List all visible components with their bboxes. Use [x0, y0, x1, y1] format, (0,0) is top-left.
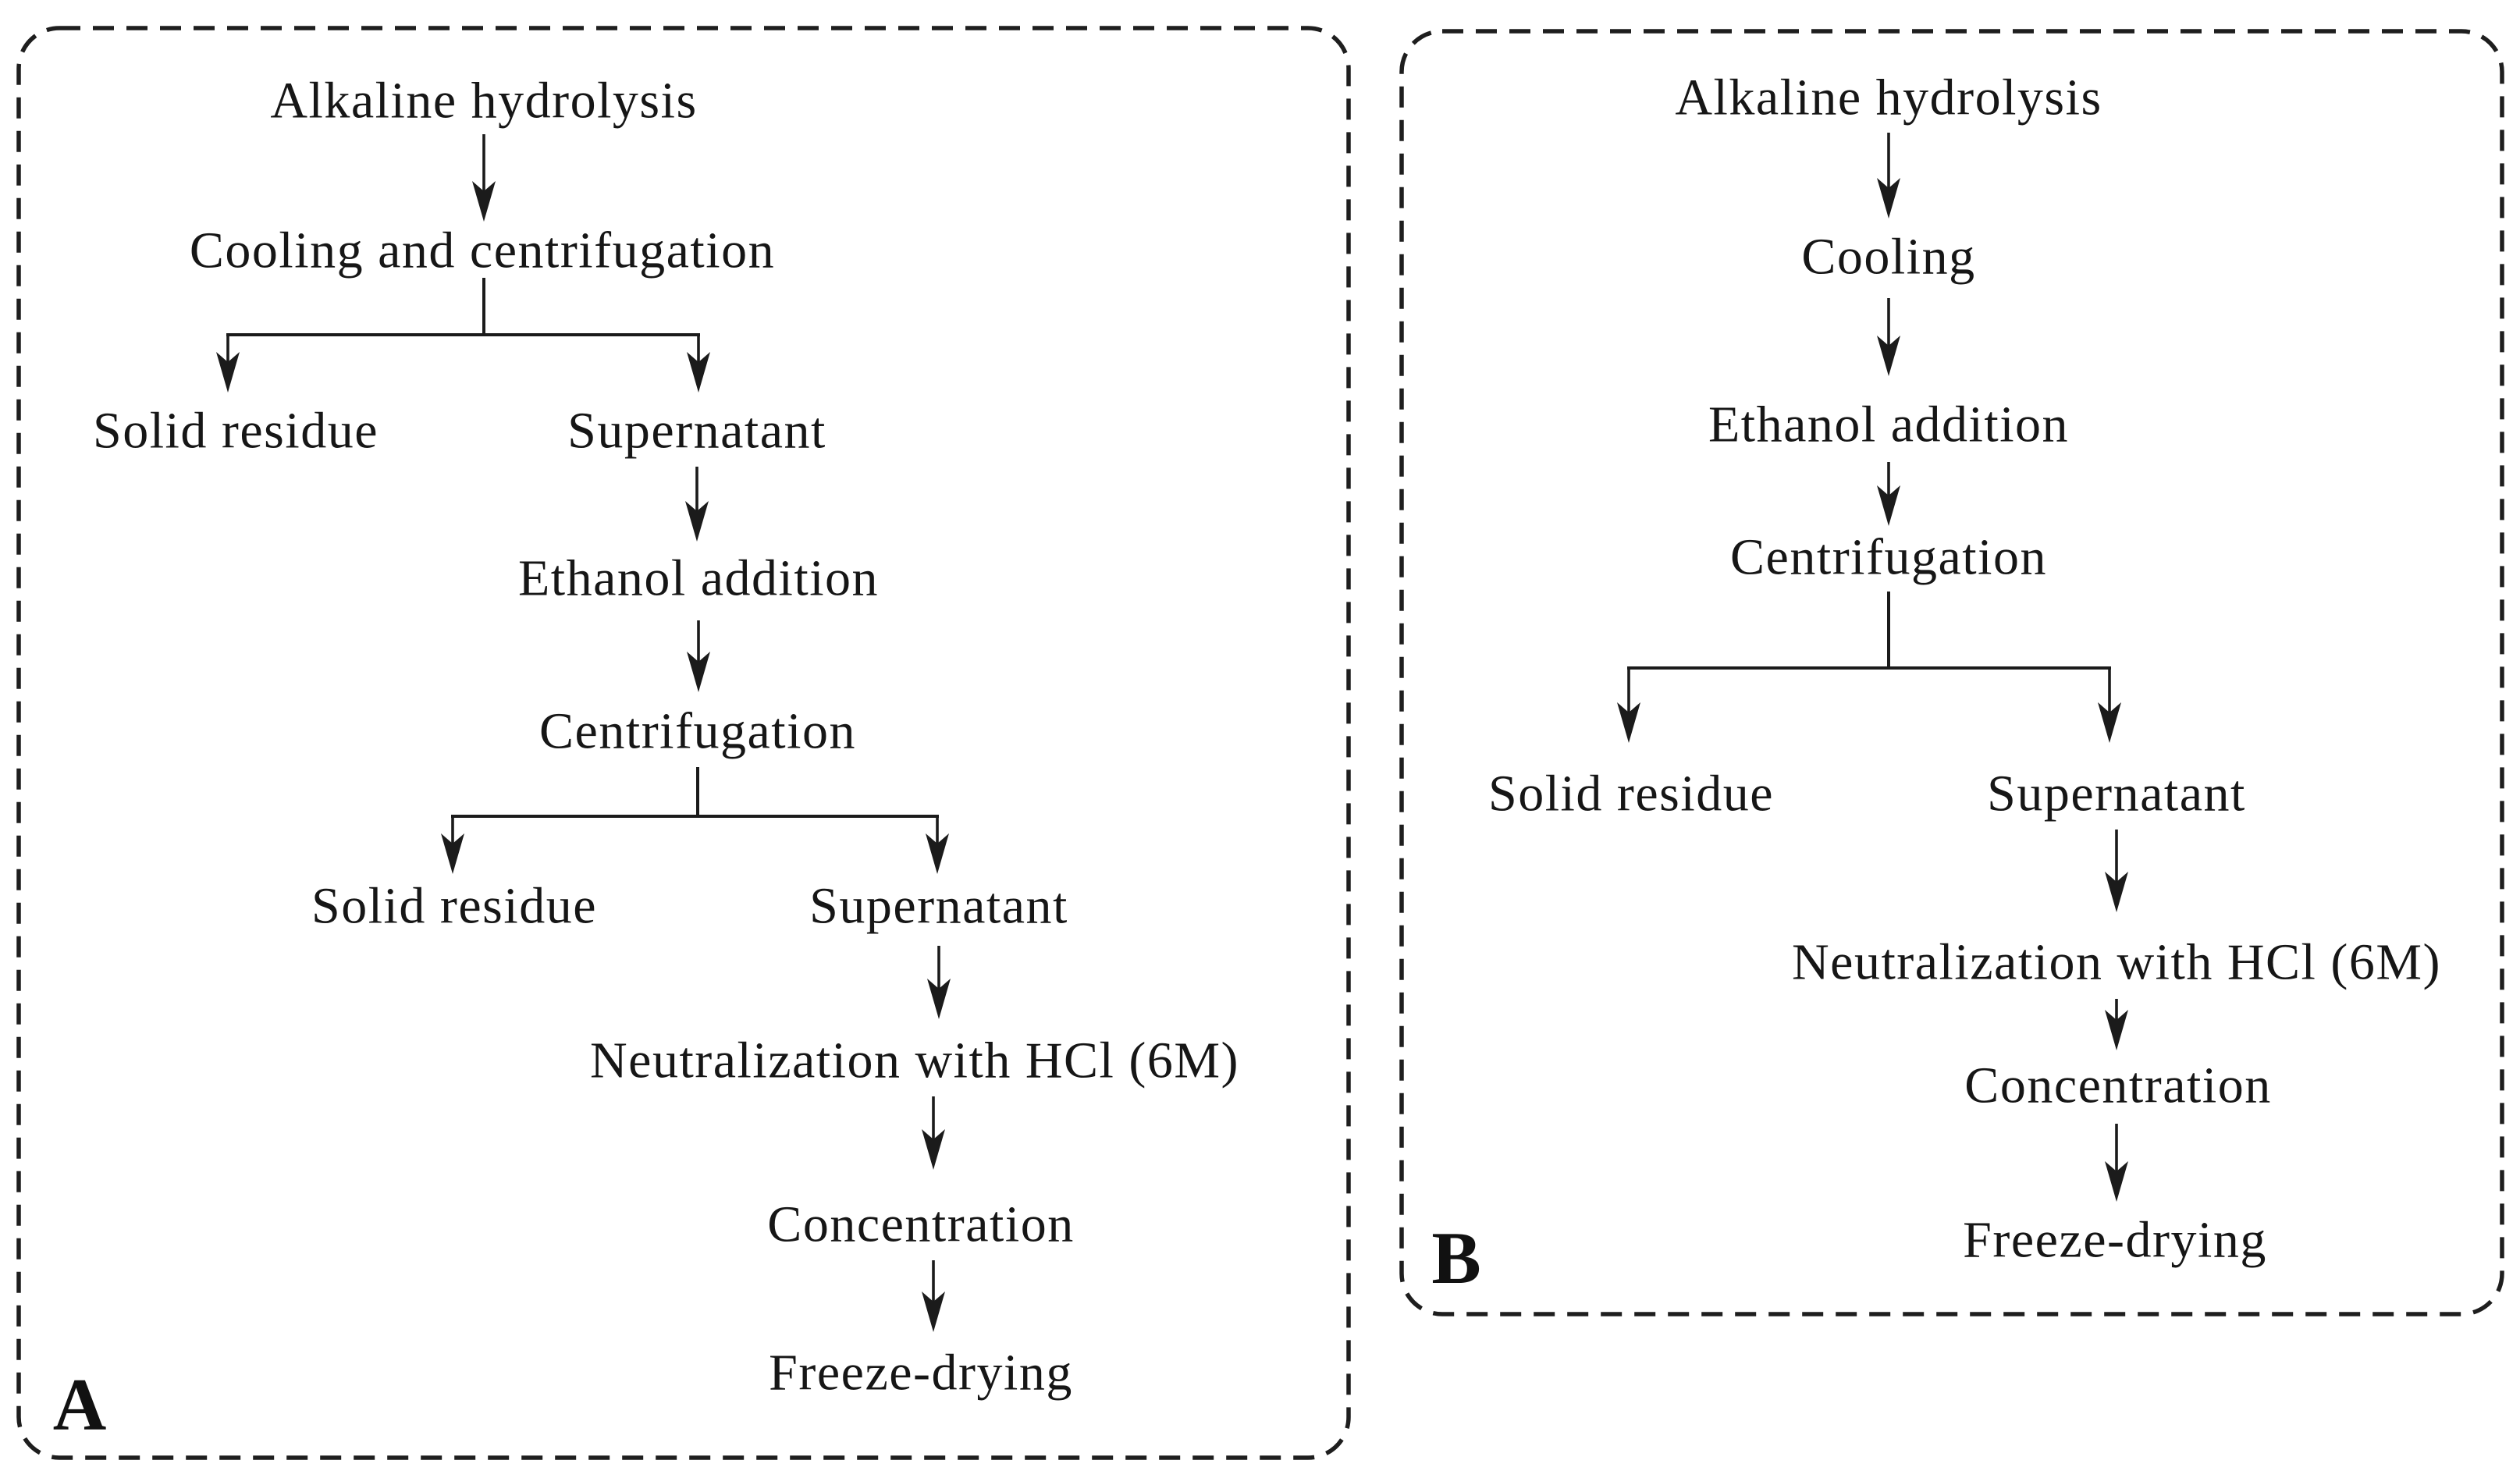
arrow-down-icon — [2092, 668, 2127, 743]
arrow-down-icon — [922, 946, 956, 1019]
arrow-down-icon — [1871, 298, 1906, 376]
branch-stem-line — [696, 767, 699, 818]
arrow-down-icon — [916, 1260, 951, 1332]
arrow-down-icon — [681, 335, 716, 393]
branch-connector-line — [1627, 666, 2111, 670]
panel-b-label: B — [1431, 1217, 1481, 1299]
node-b-supernatant: Supernatant — [1987, 765, 2246, 822]
arrow-down-icon — [1871, 462, 1906, 526]
panel-a-label: A — [52, 1363, 107, 1446]
arrow-down-icon — [2099, 830, 2134, 912]
node-a-centrifugation: Centrifugation — [539, 702, 856, 760]
arrow-down-icon — [2099, 1124, 2134, 1202]
node-a-ethanol-addition: Ethanol addition — [517, 549, 880, 607]
arrow-down-icon — [681, 620, 716, 692]
arrow-down-icon — [680, 467, 714, 542]
node-a-alkaline-hydrolysis: Alkaline hydrolysis — [270, 72, 698, 130]
node-b-neutralization: Neutralization with HCl (6M) — [1791, 933, 2442, 991]
arrow-down-icon — [435, 816, 470, 874]
node-b-ethanol-addition: Ethanol addition — [1708, 396, 2070, 453]
arrow-down-icon — [920, 816, 954, 874]
node-b-concentration: Concentration — [1964, 1057, 2272, 1114]
branch-connector-line — [451, 815, 939, 818]
node-b-centrifugation: Centrifugation — [1730, 528, 2047, 586]
panel-b-border — [1399, 29, 2504, 1316]
arrow-down-icon — [211, 335, 245, 393]
branch-connector-line — [226, 333, 700, 336]
arrow-down-icon — [1871, 133, 1906, 219]
arrow-down-icon — [2099, 999, 2134, 1050]
panel-a-border — [16, 26, 1351, 1460]
arrow-down-icon — [916, 1096, 951, 1170]
node-a-cooling-centrifugation: Cooling and centrifugation — [189, 222, 776, 279]
node-a-solid-residue-2: Solid residue — [311, 877, 597, 935]
node-b-cooling: Cooling — [1801, 228, 1976, 286]
node-a-neutralization: Neutralization with HCl (6M) — [589, 1032, 1240, 1089]
node-a-concentration: Concentration — [767, 1196, 1075, 1253]
node-a-freeze-drying: Freeze-drying — [769, 1344, 1073, 1402]
node-b-alkaline-hydrolysis: Alkaline hydrolysis — [1675, 69, 2102, 126]
branch-stem-line — [482, 278, 485, 336]
arrow-down-icon — [1612, 668, 1646, 743]
node-a-supernatant-1: Supernatant — [567, 402, 826, 460]
node-b-solid-residue: Solid residue — [1488, 765, 1774, 822]
node-a-solid-residue-1: Solid residue — [93, 402, 379, 460]
node-b-freeze-drying: Freeze-drying — [1963, 1211, 2267, 1269]
branch-stem-line — [1887, 592, 1890, 670]
node-a-supernatant-2: Supernatant — [809, 877, 1068, 935]
arrow-down-icon — [467, 134, 501, 222]
